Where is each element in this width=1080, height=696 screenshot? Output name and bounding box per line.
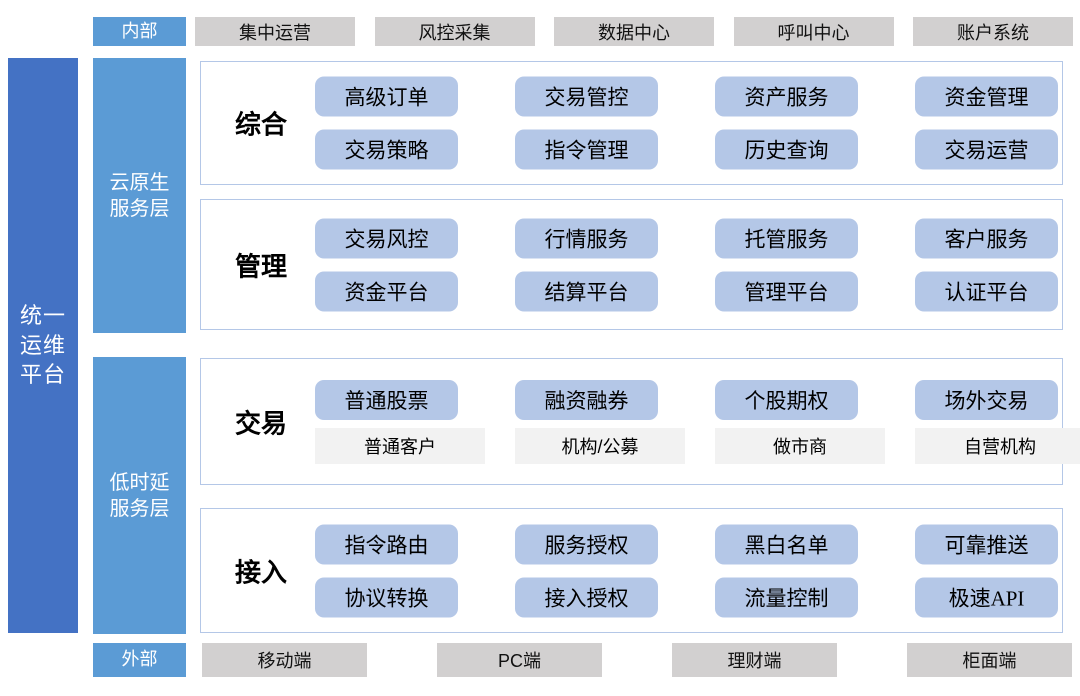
section-management: 管理 交易风控 行情服务 托管服务 客户服务 资金平台 结算平台 管理平台 认证…	[200, 199, 1063, 330]
unified-ops-line: 平台	[19, 362, 66, 388]
client-type-box: 做市商	[715, 427, 885, 464]
module-grid: 交易风控 行情服务 托管服务 客户服务 资金平台 结算平台 管理平台 认证平台	[315, 218, 1080, 311]
cloud-native-layer-block: 云原生 服务层	[93, 58, 186, 333]
module-pill: 流量控制	[715, 577, 858, 617]
module-pill: 交易运营	[915, 129, 1058, 170]
external-terminal-box: 理财端	[672, 643, 837, 677]
internal-system-box: 账户系统	[913, 17, 1073, 46]
unified-ops-line: 统一	[19, 302, 66, 328]
module-pill: 融资融券	[515, 379, 658, 420]
internal-system-box: 集中运营	[195, 17, 355, 46]
module-pill: 极速API	[915, 577, 1058, 617]
internal-system-box: 风控采集	[374, 17, 535, 46]
external-terminal-box: PC端	[437, 643, 602, 677]
module-pill: 场外交易	[915, 379, 1058, 420]
unified-ops-line: 运维	[19, 332, 66, 358]
module-pill: 管理平台	[715, 271, 858, 311]
module-grid: 普通股票 融资融券 个股期权 场外交易 普通客户 机构/公募 做市商 自营机构	[315, 379, 1080, 464]
module-pill: 交易风控	[315, 218, 458, 258]
module-pill: 历史查询	[715, 129, 858, 170]
section-access: 接入 指令路由 服务授权 黑白名单 可靠推送 协议转换 接入授权 流量控制 极速…	[200, 508, 1063, 633]
module-grid: 指令路由 服务授权 黑白名单 可靠推送 协议转换 接入授权 流量控制 极速API	[315, 524, 1080, 617]
internal-label: 内部	[93, 17, 186, 46]
module-pill: 资金平台	[315, 271, 458, 311]
section-label: 接入	[234, 557, 287, 587]
module-pill: 可靠推送	[915, 524, 1058, 564]
module-pill: 高级订单	[315, 76, 458, 117]
section-label: 综合	[234, 109, 287, 140]
module-pill: 资金管理	[915, 76, 1058, 117]
external-label: 外部	[93, 643, 186, 677]
module-pill: 结算平台	[515, 271, 658, 311]
internal-label-text: 内部	[121, 20, 158, 41]
external-label-text: 外部	[121, 649, 158, 670]
module-pill: 指令管理	[515, 129, 658, 170]
low-latency-layer-block: 低时延 服务层	[93, 357, 186, 634]
module-pill: 认证平台	[915, 271, 1058, 311]
module-grid: 高级订单 交易管控 资产服务 资金管理 交易策略 指令管理 历史查询 交易运营	[315, 76, 1080, 170]
client-type-box: 机构/公募	[515, 427, 685, 464]
external-terminal-box: 柜面端	[907, 643, 1072, 677]
low-latency-line: 低时延	[109, 471, 170, 494]
module-pill: 交易策略	[315, 129, 458, 170]
external-terminal-box: 移动端	[202, 643, 367, 677]
internal-system-box: 呼叫中心	[733, 17, 894, 46]
client-type-box: 自营机构	[915, 427, 1080, 464]
module-pill: 指令路由	[315, 524, 458, 564]
cloud-layer-line: 云原生	[109, 171, 170, 194]
unified-ops-platform-bar: 统一 运维 平台	[8, 58, 78, 633]
module-pill: 接入授权	[515, 577, 658, 617]
module-pill: 客户服务	[915, 218, 1058, 258]
module-pill: 普通股票	[315, 379, 458, 420]
section-label: 交易	[234, 408, 287, 438]
module-pill: 行情服务	[515, 218, 658, 258]
cloud-layer-line: 服务层	[109, 197, 170, 220]
internal-systems-row: 集中运营 风控采集 数据中心 呼叫中心 账户系统	[195, 17, 1073, 46]
module-pill: 个股期权	[715, 379, 858, 420]
section-comprehensive: 综合 高级订单 交易管控 资产服务 资金管理 交易策略 指令管理 历史查询 交易…	[200, 61, 1063, 185]
internal-system-box: 数据中心	[554, 17, 714, 46]
client-type-box: 普通客户	[315, 427, 485, 464]
low-latency-line: 服务层	[109, 497, 170, 520]
section-trading: 交易 普通股票 融资融券 个股期权 场外交易 普通客户 机构/公募 做市商 自营…	[200, 358, 1080, 485]
module-pill: 协议转换	[315, 577, 458, 617]
module-pill: 资产服务	[715, 76, 858, 117]
module-pill: 黑白名单	[715, 524, 858, 564]
module-pill: 交易管控	[515, 76, 658, 117]
section-label: 管理	[234, 251, 287, 281]
module-pill: 托管服务	[715, 218, 858, 258]
module-pill: 服务授权	[515, 524, 658, 564]
external-terminals-row: 移动端 PC端 理财端 柜面端	[202, 643, 1072, 677]
